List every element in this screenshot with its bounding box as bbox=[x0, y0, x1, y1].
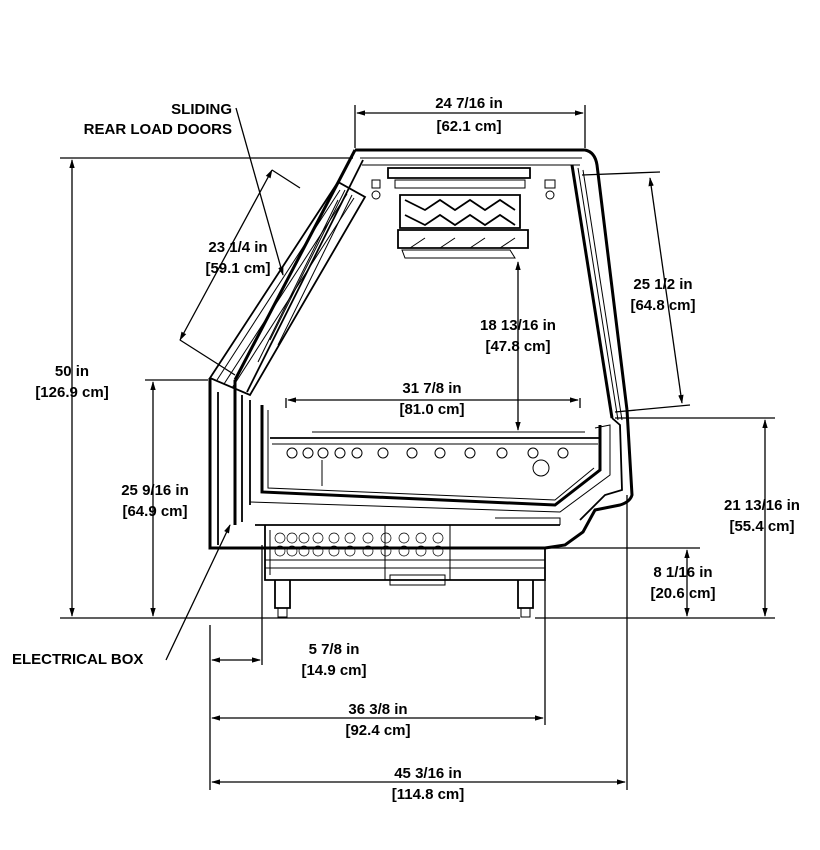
label-rear-load-doors: REAR LOAD DOORS bbox=[84, 121, 232, 138]
dim-deck-width-cm: [81.0 cm] bbox=[399, 401, 464, 418]
dim-base-height-cm: [20.6 cm] bbox=[650, 585, 715, 602]
dim-box-offset-cm: [14.9 cm] bbox=[301, 662, 366, 679]
text-labels: SLIDING REAR LOAD DOORS ELECTRICAL BOX 2… bbox=[12, 95, 800, 803]
base-coil-tubes bbox=[274, 532, 444, 557]
label-sliding: SLIDING bbox=[171, 101, 232, 118]
dim-front-height-cm: [55.4 cm] bbox=[729, 518, 794, 535]
dim-total-height-cm: [126.9 cm] bbox=[35, 384, 108, 401]
dim-overall-depth-in: 45 3/16 in bbox=[394, 765, 462, 782]
dim-front-height-in: 21 13/16 in bbox=[724, 497, 800, 514]
dimension-lines bbox=[60, 105, 775, 790]
dim-interior-height-cm: [47.8 cm] bbox=[485, 338, 550, 355]
dim-top-width-cm: [62.1 cm] bbox=[436, 118, 501, 135]
dim-base-depth-in: 36 3/8 in bbox=[348, 701, 407, 718]
case-outline bbox=[208, 148, 634, 618]
dim-base-height-in: 8 1/16 in bbox=[653, 564, 712, 581]
label-electrical-box: ELECTRICAL BOX bbox=[12, 651, 143, 668]
dim-rear-height-in: 25 9/16 in bbox=[121, 482, 189, 499]
dim-top-width-in: 24 7/16 in bbox=[435, 95, 503, 112]
dim-door-length-in: 23 1/4 in bbox=[208, 239, 267, 256]
dim-door-length-cm: [59.1 cm] bbox=[205, 260, 270, 277]
dim-overall-depth-cm: [114.8 cm] bbox=[392, 786, 465, 803]
dim-rear-height-cm: [64.9 cm] bbox=[122, 503, 187, 520]
dim-interior-height-in: 18 13/16 in bbox=[480, 317, 556, 334]
dim-total-height-in: 50 in bbox=[55, 363, 89, 380]
coil-tubes bbox=[286, 447, 569, 477]
dim-deck-width-in: 31 7/8 in bbox=[402, 380, 461, 397]
dim-base-depth-cm: [92.4 cm] bbox=[345, 722, 410, 739]
dim-front-glass-cm: [64.8 cm] bbox=[630, 297, 695, 314]
dim-box-offset-in: 5 7/8 in bbox=[309, 641, 360, 658]
dim-front-glass-in: 25 1/2 in bbox=[633, 276, 692, 293]
